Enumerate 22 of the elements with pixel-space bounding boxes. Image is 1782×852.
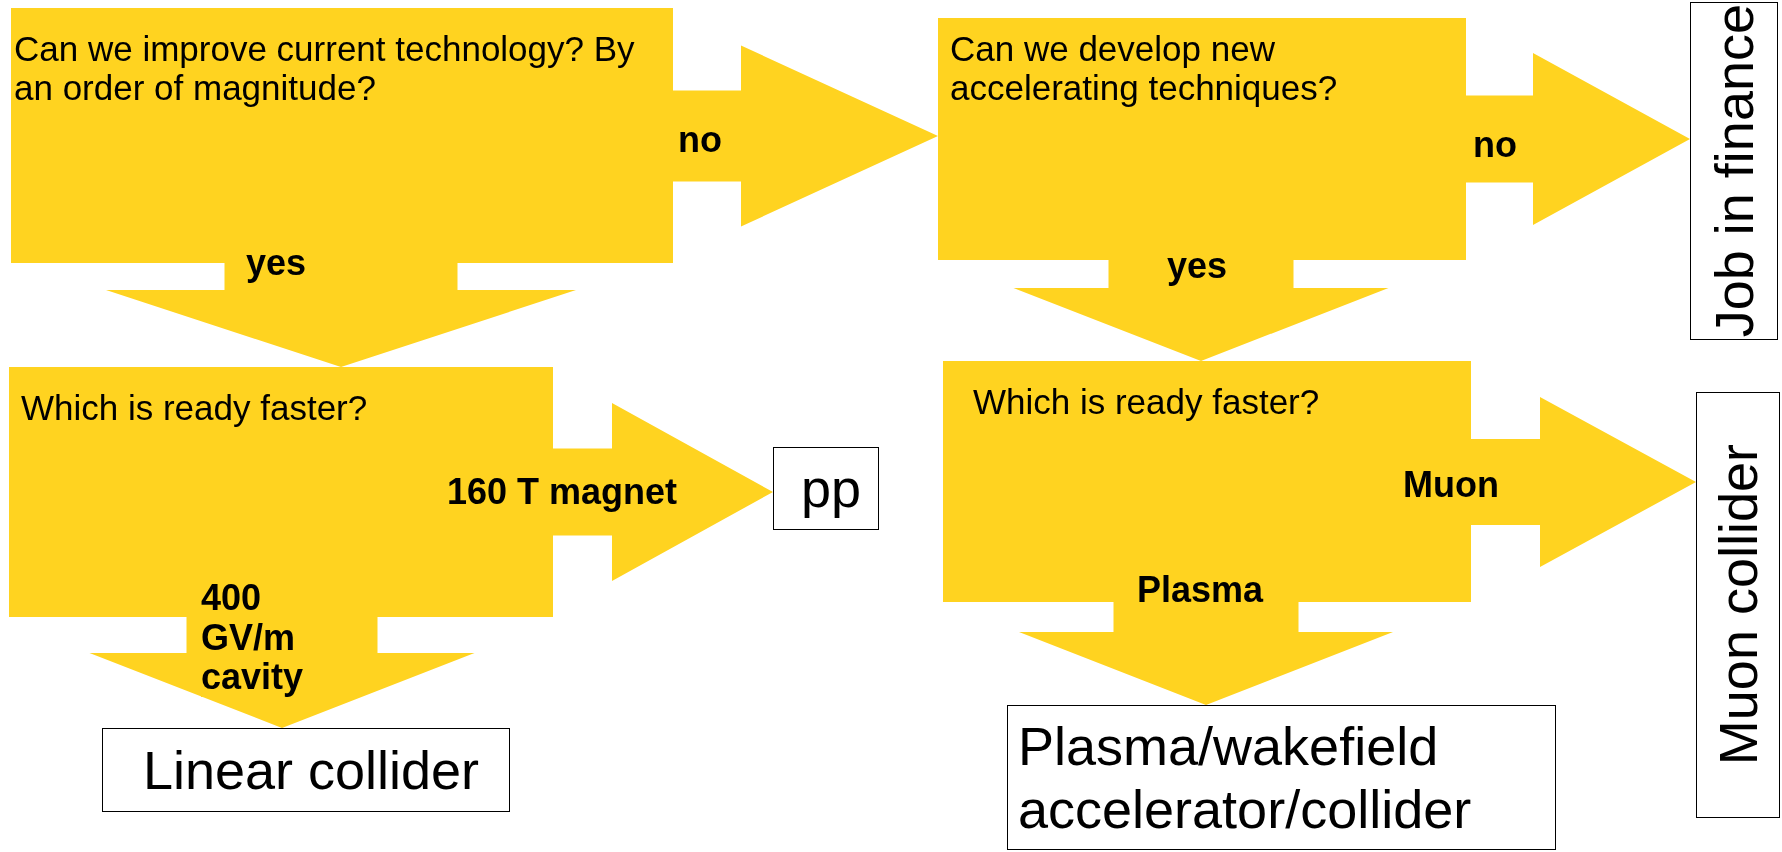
result-box — [773, 447, 879, 530]
result-box — [1007, 705, 1556, 850]
question-box — [938, 18, 1466, 260]
block-arrow — [1019, 602, 1393, 705]
block-arrow — [673, 45, 938, 227]
block-arrow — [1466, 53, 1690, 225]
result-text: Linear collider — [141, 738, 480, 802]
question-text: Can we improve current technology? By an order of magnitude? — [14, 30, 636, 107]
block-arrow — [1013, 260, 1389, 361]
question-text: Which is ready faster? — [21, 389, 369, 428]
question-text: Which is ready faster? — [973, 383, 1321, 422]
question-text: Can we develop new accelerating techniques? — [950, 30, 1339, 107]
result-text: Muon collider — [1706, 444, 1769, 766]
result-box — [1696, 392, 1780, 818]
result-text: pp — [799, 457, 862, 520]
result-text: Plasma/wakefield accelerator/collider — [1017, 715, 1473, 840]
block-arrow — [106, 263, 576, 367]
question-box — [9, 367, 553, 617]
result-box — [102, 728, 510, 812]
result-text: Job in finance — [1702, 4, 1765, 338]
result-box — [1690, 2, 1778, 340]
block-arrow — [1471, 397, 1696, 567]
